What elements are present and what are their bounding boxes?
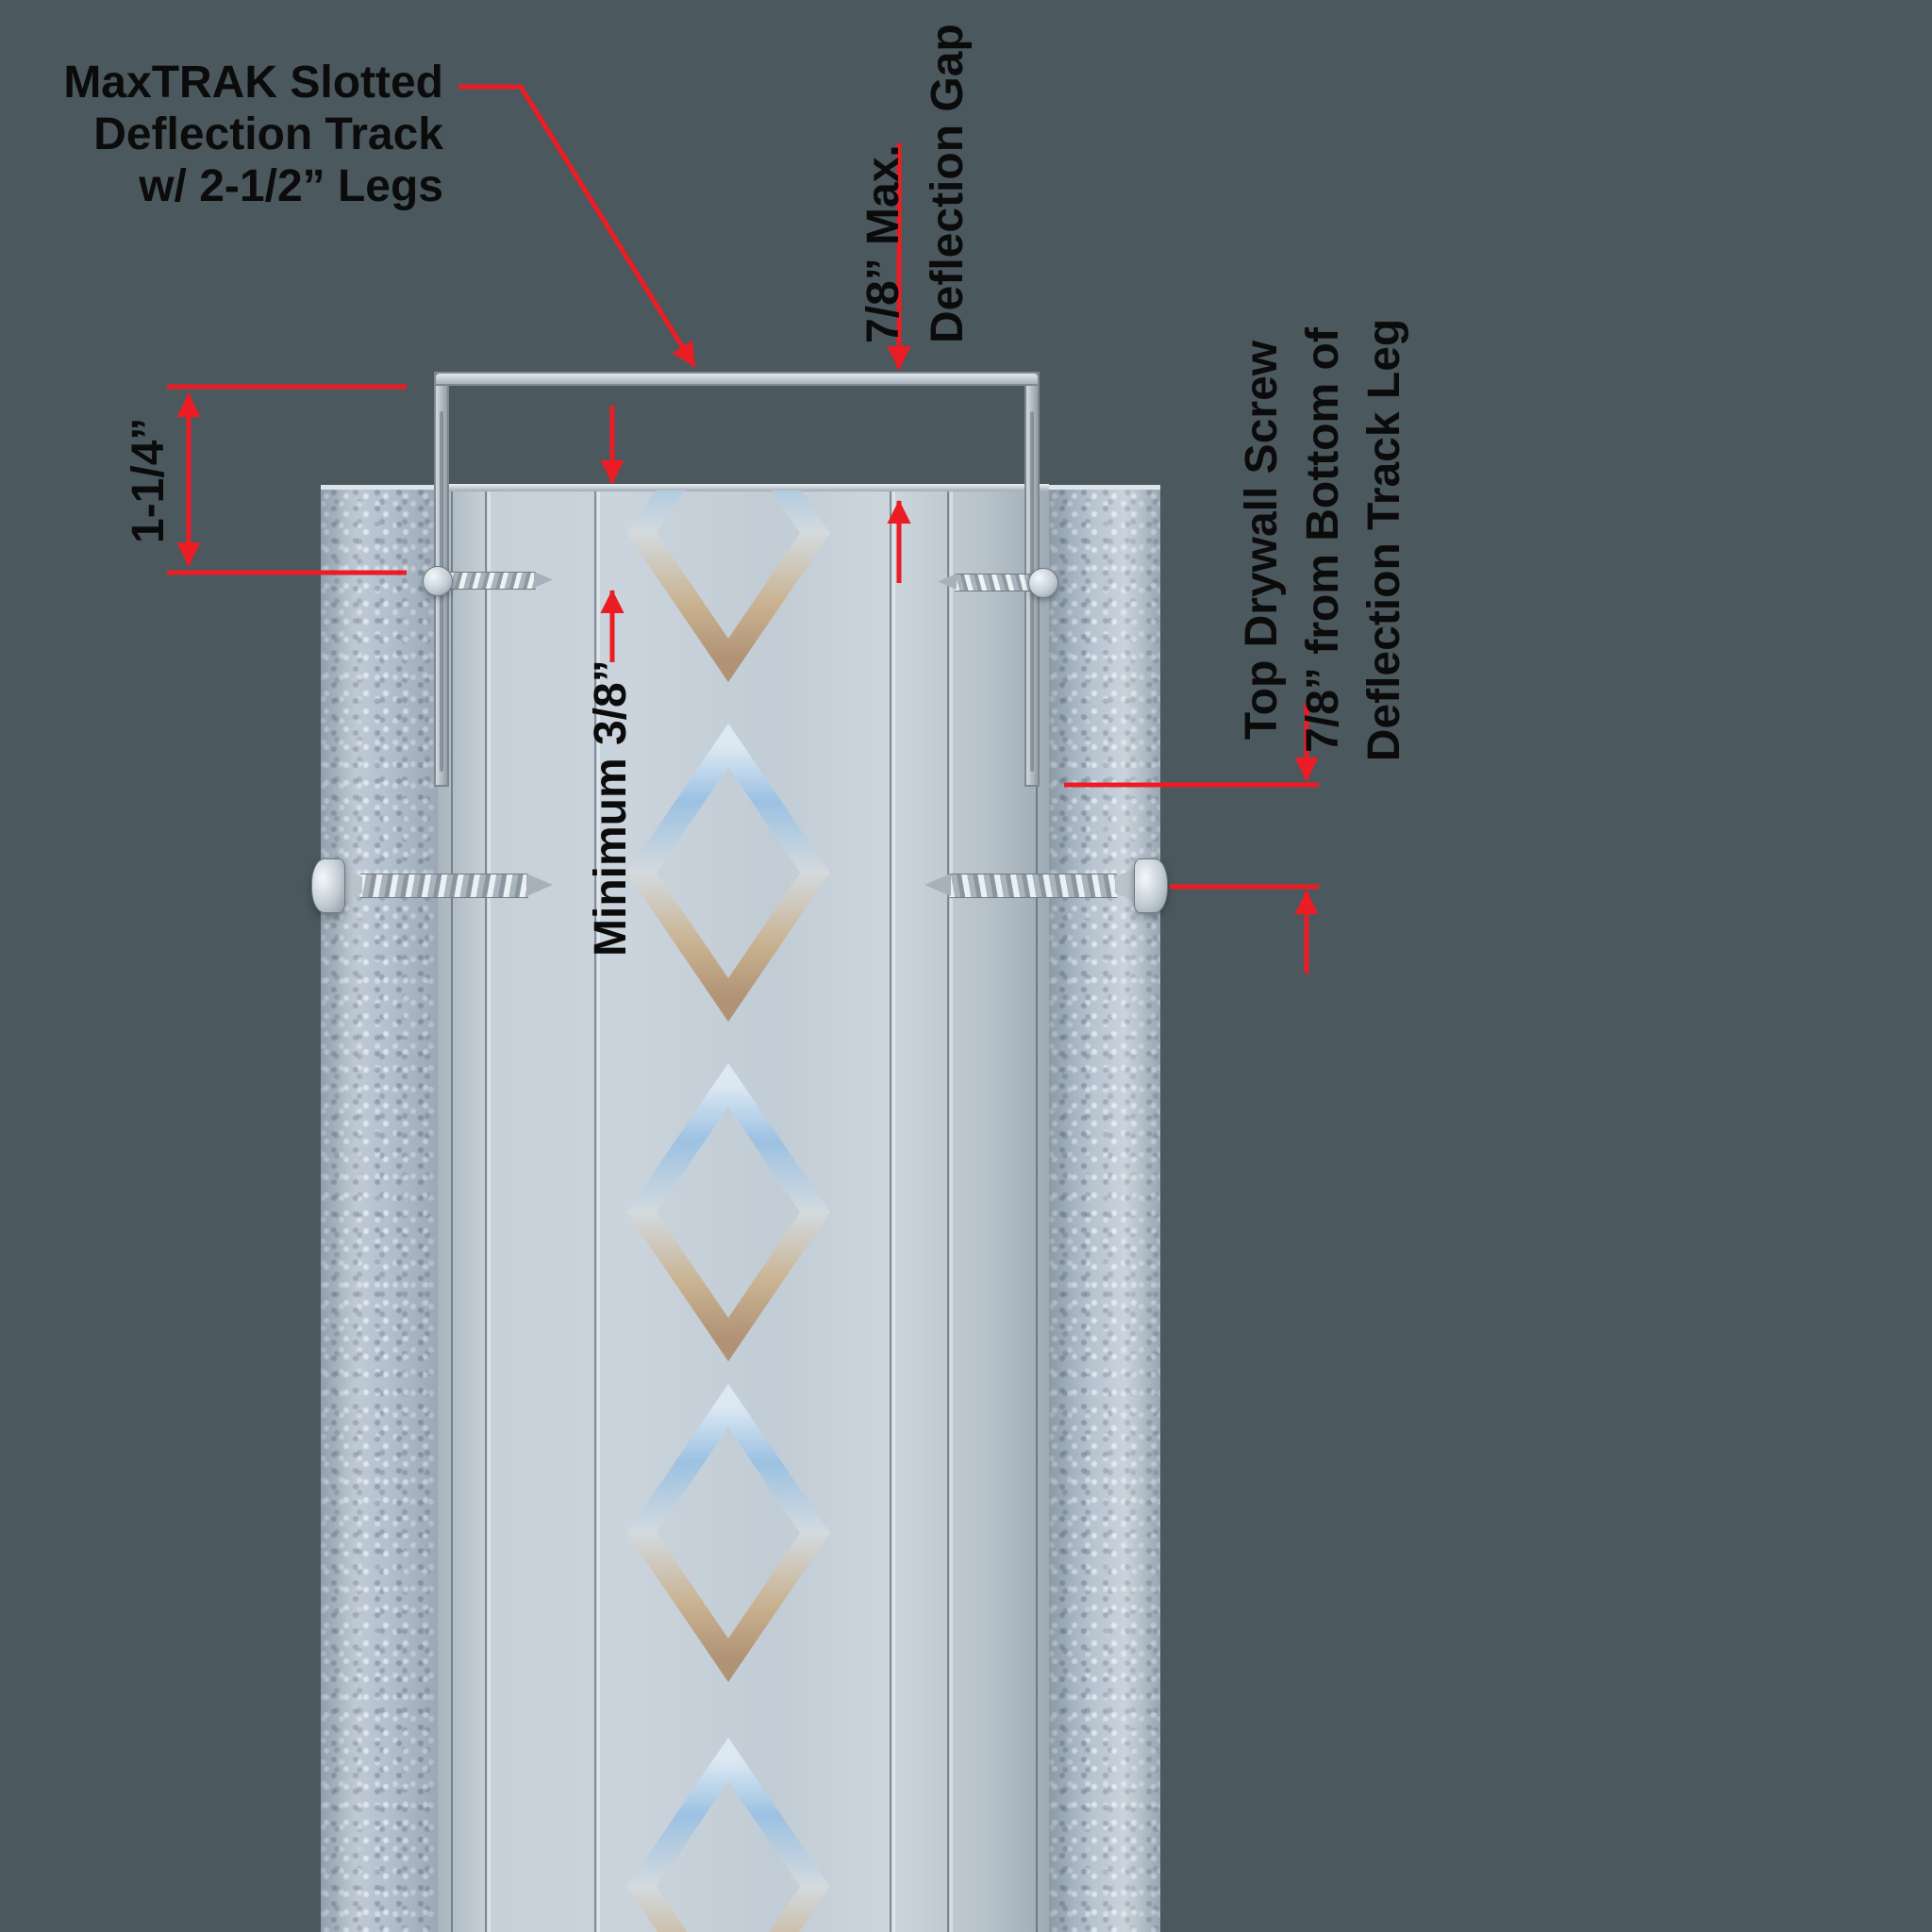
- top-drywall-screw-label-line1: Top Drywall Screw: [1237, 340, 1287, 741]
- top-drywall-screw-label-line3: Deflection Track Leg: [1358, 318, 1409, 762]
- stud-edge-line: [1036, 491, 1038, 1932]
- left-drywall-panel: [321, 485, 438, 1932]
- top-drywall-screw-label-line2: 7/8” from Bottom of: [1297, 327, 1348, 753]
- track-label: MaxTRAK Slotted Deflection Track w/ 2-1/…: [55, 57, 443, 213]
- stud-bend-line: [947, 491, 949, 1932]
- track-label-line1: MaxTRAK Slotted: [63, 58, 443, 108]
- deflection-track-web: [434, 372, 1040, 386]
- steel-stud-web: [438, 491, 1049, 1932]
- stud-top-edge: [438, 484, 1049, 491]
- screw-shaft: [449, 572, 536, 590]
- stud-bend-line: [485, 491, 487, 1932]
- screw-head: [1028, 568, 1058, 598]
- leg-overlap-dimension-label: 1-1/4”: [124, 417, 174, 543]
- track-label-leader-line: [458, 84, 697, 368]
- stud-bend-highlight: [950, 491, 953, 1932]
- track-label-line3: w/ 2-1/2” Legs: [139, 161, 443, 212]
- screw-shaft: [955, 574, 1030, 591]
- minimum-gap-dimension-label: Minimum 3/8”: [586, 659, 636, 957]
- screw-head: [311, 858, 345, 913]
- screw-neck: [1115, 868, 1136, 902]
- screw-neck: [341, 868, 362, 902]
- screw-head: [423, 566, 453, 596]
- track-label-line2: Deflection Track: [93, 109, 443, 160]
- deflection-gap-label-line2: Deflection Gap: [923, 24, 974, 343]
- deflection-gap-label: 7/8” Max. Deflection Gap: [852, 24, 980, 343]
- stud-bend-highlight: [488, 491, 491, 1932]
- screw-head: [1134, 858, 1168, 913]
- stud-bend-line: [890, 491, 891, 1932]
- stud-bend-line: [594, 491, 596, 1932]
- stud-bend-highlight: [597, 491, 600, 1932]
- top-drywall-screw-label: Top Drywall Screw 7/8” from Bottom of De…: [1232, 269, 1415, 811]
- screw-shaft: [949, 874, 1117, 898]
- right-drywall-panel: [1049, 485, 1160, 1932]
- stud-bend-line: [451, 491, 453, 1932]
- screw-shaft: [360, 874, 528, 898]
- deflection-gap-label-line1: 7/8” Max.: [858, 144, 908, 343]
- stud-bend-highlight: [892, 491, 895, 1932]
